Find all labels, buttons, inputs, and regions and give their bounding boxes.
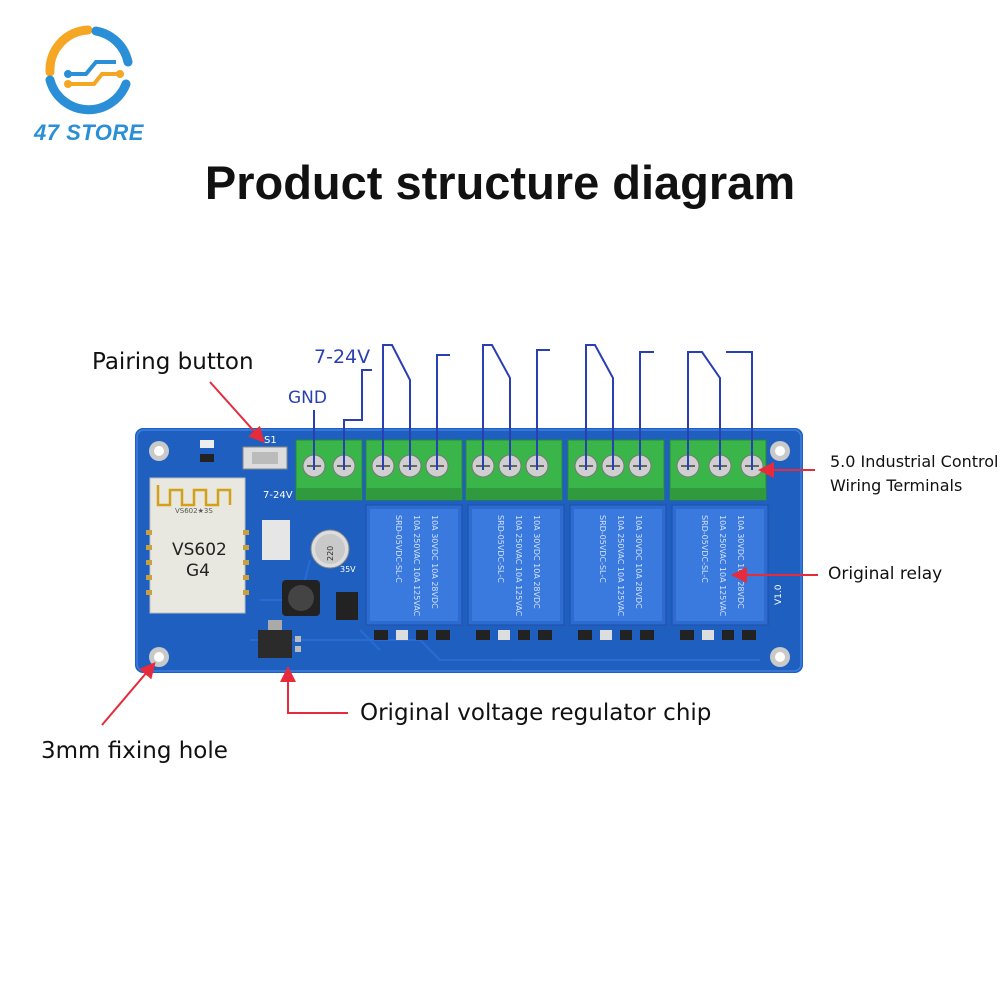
store-logo-icon bbox=[45, 25, 133, 115]
regulator-label: Original voltage regulator chip bbox=[360, 700, 712, 726]
store-name: 47 STORE bbox=[34, 120, 144, 145]
relay: SRD-05VDC-SL-C 10A 250VAC 10A 125VAC 10A 3… bbox=[671, 504, 769, 640]
wireless-module: VS602★3S VS602 G4 bbox=[146, 477, 249, 614]
module-version-text: G4 bbox=[186, 561, 210, 581]
relay-spec-text: 10A 30VDC 10A 28VDC bbox=[430, 515, 439, 609]
relay-spec-text: SRD-05VDC-SL-C bbox=[496, 515, 505, 583]
wiring-lines bbox=[313, 344, 753, 470]
relay-spec-text: SRD-05VDC-SL-C bbox=[394, 515, 403, 583]
svg-text:35V: 35V bbox=[340, 565, 356, 574]
wiring-terminals-label: 5.0 Industrial Control Wiring Terminals bbox=[830, 452, 999, 495]
terminal-block bbox=[465, 439, 563, 501]
fixing-hole-arrow bbox=[101, 661, 156, 726]
terminal-blocks bbox=[295, 439, 767, 501]
relay-spec-text: 10A 30VDC 10A 28VDC bbox=[634, 515, 643, 609]
terminal-block bbox=[365, 439, 463, 501]
fixing-hole-label: 3mm fixing hole bbox=[41, 738, 228, 764]
relay-spec-text: 10A 250VAC 10A 125VAC bbox=[514, 515, 523, 617]
relay-spec-text: 10A 250VAC 10A 125VAC bbox=[616, 515, 625, 617]
relay: SRD-05VDC-SL-C 10A 250VAC 10A 125VAC 10A 3… bbox=[467, 504, 565, 640]
regulator-arrow bbox=[280, 666, 348, 714]
pairing-button-component: S1 bbox=[242, 435, 288, 470]
svg-text:V1.0: V1.0 bbox=[774, 584, 784, 605]
svg-text:S1: S1 bbox=[264, 435, 277, 446]
relay-spec-text: SRD-05VDC-SL-C bbox=[598, 515, 607, 583]
terminal-block bbox=[295, 439, 363, 501]
svg-text:VS602★3S: VS602★3S bbox=[175, 507, 213, 515]
relay: SRD-05VDC-SL-C 10A 250VAC 10A 125VAC 10A 3… bbox=[365, 504, 463, 640]
svg-text:7-24V: 7-24V bbox=[263, 490, 293, 501]
voltage-regulator-chip bbox=[258, 620, 301, 658]
relay-spec-text: 10A 30VDC 10A 28VDC bbox=[736, 515, 745, 609]
ground-label: GND bbox=[288, 388, 327, 408]
svg-text:220: 220 bbox=[326, 546, 335, 561]
relay-spec-text: 10A 250VAC 10A 125VAC bbox=[718, 515, 727, 617]
fixing-hole-group bbox=[149, 441, 790, 667]
relay-label: Original relay bbox=[828, 564, 943, 584]
relay-group: SRD-05VDC-SL-C 10A 250VAC 10A 125VAC 10A 3… bbox=[365, 504, 769, 640]
pairing-button-arrow bbox=[209, 381, 265, 443]
page-title: Product structure diagram bbox=[204, 156, 796, 209]
module-model-text: VS602 bbox=[172, 540, 227, 560]
relay-spec-text: SRD-05VDC-SL-C bbox=[700, 515, 709, 583]
voltage-label: 7-24V bbox=[314, 346, 371, 368]
relay-spec-text: 10A 250VAC 10A 125VAC bbox=[412, 515, 421, 617]
electrolytic-capacitor: 220 bbox=[310, 529, 350, 569]
pairing-button-label: Pairing button bbox=[92, 349, 254, 375]
terminal-block bbox=[567, 439, 665, 501]
relay: SRD-05VDC-SL-C 10A 250VAC 10A 125VAC 10A 3… bbox=[569, 504, 667, 640]
relay-spec-text: 10A 30VDC 10A 28VDC bbox=[532, 515, 541, 609]
